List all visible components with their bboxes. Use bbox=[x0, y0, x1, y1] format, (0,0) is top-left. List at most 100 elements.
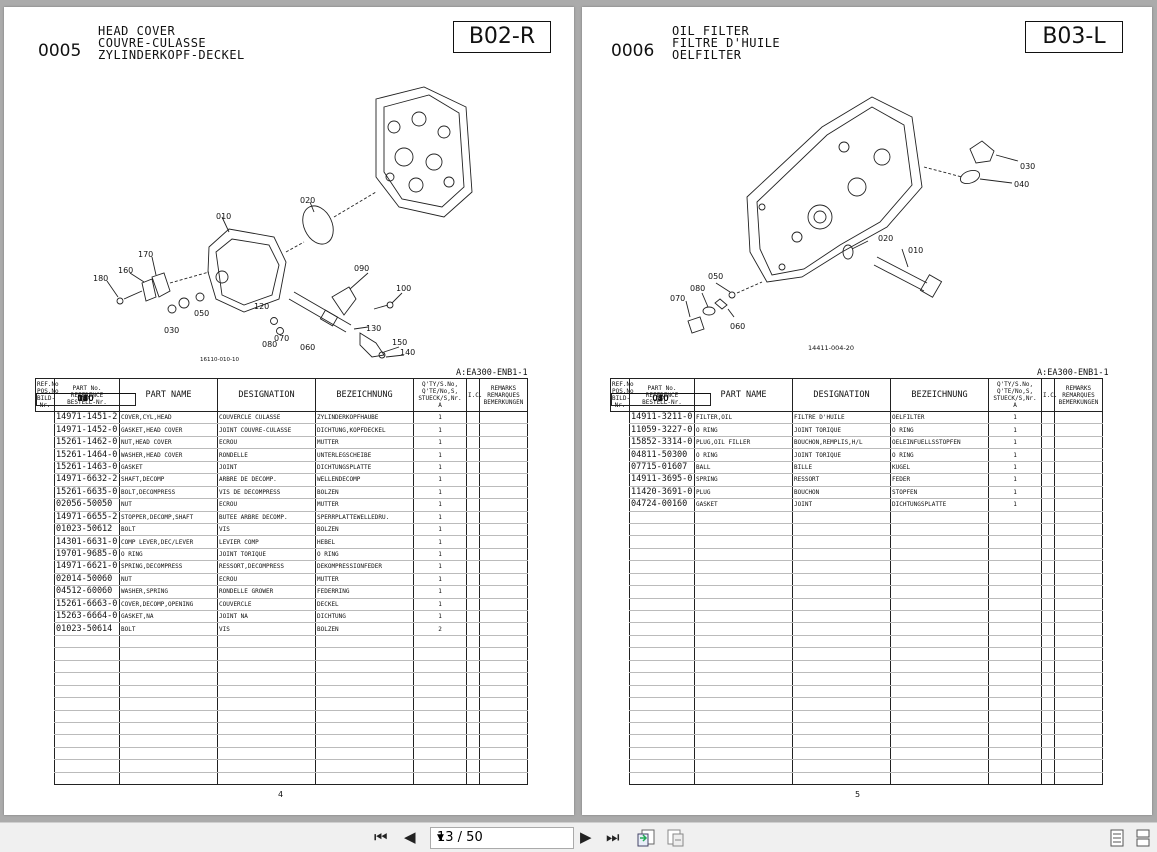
previous-page-button[interactable]: ◀ bbox=[404, 828, 416, 846]
part-name bbox=[694, 722, 793, 736]
part-bezeichnung bbox=[890, 747, 989, 761]
single-page-view-icon[interactable] bbox=[1109, 829, 1125, 847]
part-quantity bbox=[988, 523, 1042, 537]
part-remarks bbox=[1054, 523, 1103, 537]
part-name bbox=[694, 585, 793, 599]
empty-row bbox=[610, 392, 1103, 549]
import-page-icon[interactable] bbox=[666, 828, 686, 848]
page-number: 5 bbox=[855, 790, 861, 799]
section-titles: OIL FILTER FILTRE D'HUILE OELFILTER bbox=[672, 25, 780, 61]
part-name bbox=[119, 734, 218, 748]
part-number bbox=[54, 685, 120, 699]
part-remarks bbox=[1054, 535, 1103, 549]
part-remarks bbox=[479, 448, 528, 462]
callout-070: 070 bbox=[670, 294, 685, 303]
part-designation bbox=[217, 697, 316, 711]
part-number bbox=[54, 647, 120, 661]
part-name bbox=[694, 672, 793, 686]
part-remarks bbox=[1054, 436, 1103, 450]
part-name bbox=[119, 685, 218, 699]
part-remarks bbox=[479, 585, 528, 599]
part-name: GASKET bbox=[694, 498, 793, 512]
part-name: NUT bbox=[119, 498, 218, 512]
empty-row bbox=[35, 392, 528, 736]
part-ic bbox=[466, 535, 480, 549]
part-bezeichnung bbox=[890, 585, 989, 599]
part-name: BOLT bbox=[119, 523, 218, 537]
part-number bbox=[629, 548, 695, 562]
part-designation bbox=[217, 759, 316, 773]
part-name bbox=[694, 598, 793, 612]
page-selector[interactable]: 13 / 50 ▼ bbox=[430, 827, 574, 849]
part-bezeichnung: FEDERRING bbox=[315, 585, 414, 599]
part-quantity bbox=[988, 660, 1042, 674]
part-ic bbox=[1041, 573, 1055, 587]
part-ref bbox=[35, 392, 136, 406]
part-remarks bbox=[1054, 734, 1103, 748]
part-remarks bbox=[1054, 759, 1103, 773]
export-page-icon[interactable] bbox=[636, 828, 656, 848]
part-name bbox=[694, 660, 793, 674]
part-remarks bbox=[479, 759, 528, 773]
part-bezeichnung bbox=[890, 622, 989, 636]
part-designation bbox=[792, 635, 891, 649]
part-remarks bbox=[479, 747, 528, 761]
continuous-view-icon[interactable] bbox=[1135, 829, 1151, 847]
col-designation: DESIGNATION bbox=[792, 378, 891, 412]
last-page-button[interactable]: ⏭ bbox=[606, 828, 620, 846]
part-ic bbox=[466, 610, 480, 624]
part-quantity: 1 bbox=[413, 486, 467, 500]
part-quantity: 1 bbox=[413, 585, 467, 599]
part-quantity bbox=[413, 759, 467, 773]
callout-180: 180 bbox=[93, 274, 108, 283]
part-number bbox=[54, 697, 120, 711]
part-bezeichnung bbox=[890, 710, 989, 723]
part-ic bbox=[1041, 473, 1055, 487]
part-name: BOLT bbox=[119, 622, 218, 636]
part-remarks bbox=[479, 573, 528, 587]
part-bezeichnung: STOPFEN bbox=[890, 486, 989, 500]
part-bezeichnung bbox=[315, 759, 414, 773]
empty-row bbox=[35, 392, 528, 686]
part-name bbox=[694, 747, 793, 761]
part-designation: JOINT TORIQUE bbox=[217, 548, 316, 562]
part-bezeichnung: DICHTUNG,KOPFDECKEL bbox=[315, 423, 414, 437]
first-page-button[interactable]: ⏮ bbox=[374, 828, 388, 846]
part-number: 14301-6631-0 bbox=[54, 535, 120, 549]
part-ic bbox=[1041, 448, 1055, 462]
part-quantity: 1 bbox=[413, 560, 467, 574]
part-bezeichnung: DEKOMPRESSIONFEDER bbox=[315, 560, 414, 574]
part-name bbox=[694, 710, 793, 723]
part-designation bbox=[792, 535, 891, 549]
part-remarks bbox=[1054, 647, 1103, 661]
col-ic: I.C. bbox=[466, 378, 482, 412]
part-designation bbox=[792, 710, 891, 723]
part-name bbox=[694, 772, 793, 786]
part-number bbox=[629, 734, 695, 748]
part-bezeichnung bbox=[890, 598, 989, 612]
part-quantity bbox=[988, 535, 1042, 549]
empty-row bbox=[35, 392, 528, 761]
part-number: 14971-1452-0 bbox=[54, 423, 120, 437]
part-remarks bbox=[479, 610, 528, 624]
part-name bbox=[119, 635, 218, 649]
callout-170: 170 bbox=[138, 250, 153, 259]
part-quantity: 1 bbox=[413, 610, 467, 624]
empty-row bbox=[610, 392, 1103, 736]
part-name bbox=[694, 647, 793, 661]
empty-row bbox=[610, 392, 1103, 773]
next-page-button[interactable]: ▶ bbox=[580, 828, 592, 846]
part-designation: JOINT COUVRE-CULASSE bbox=[217, 423, 316, 437]
part-remarks bbox=[1054, 411, 1103, 425]
part-name bbox=[119, 772, 218, 786]
part-remarks bbox=[1054, 448, 1103, 462]
part-quantity bbox=[988, 622, 1042, 636]
empty-row bbox=[610, 392, 1103, 587]
part-number bbox=[54, 772, 120, 786]
part-remarks bbox=[479, 486, 528, 500]
part-designation bbox=[792, 598, 891, 612]
empty-row bbox=[35, 392, 528, 661]
part-designation bbox=[792, 560, 891, 574]
